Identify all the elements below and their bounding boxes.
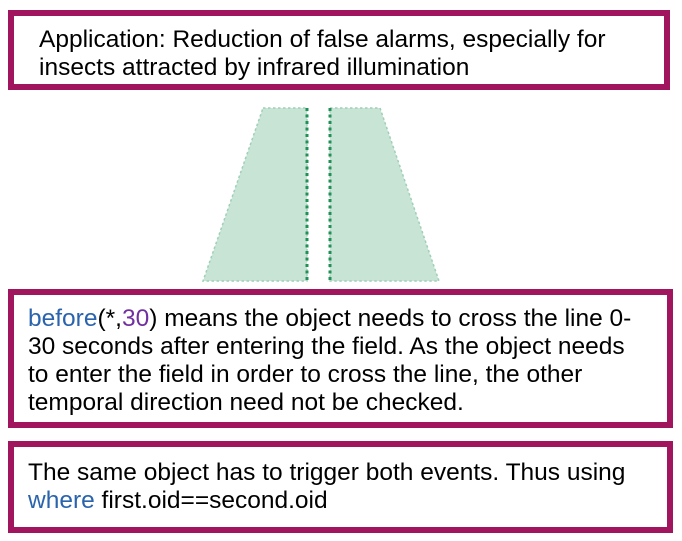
keyword-before: before	[28, 305, 98, 332]
application-text-line-1: Application: Reduction of false alarms, …	[39, 26, 606, 53]
before-text-line-4: temporal direction need not be checked.	[28, 389, 464, 416]
application-text-line-2: insects attracted by infrared illuminati…	[39, 54, 470, 81]
fov-left-half-shape	[201, 107, 308, 282]
keyword-where: where	[28, 487, 95, 514]
before-line1-rest: ) means the object needs to cross the li…	[149, 305, 632, 332]
where-text-line-2: where first.oid==second.oid	[28, 487, 661, 515]
fov-right-half-shape	[329, 107, 441, 282]
application-text-box: Application: Reduction of false alarms, …	[8, 10, 670, 90]
number-30: 30	[121, 305, 150, 332]
where-explanation-text-box: The same object has to trigger both even…	[8, 441, 673, 533]
before-text-line-3: to enter the field in order to cross the…	[28, 361, 583, 388]
where-line2-rest: first.oid==second.oid	[94, 487, 328, 514]
before-text-line-1: before(*,30) means the object needs to c…	[28, 305, 661, 333]
before-explanation-text-box: before(*,30) means the object needs to c…	[8, 289, 673, 428]
camera-field-of-view-diagram	[201, 107, 441, 282]
args-open-text: (*,	[97, 305, 122, 332]
before-text-line-2: 30 seconds after entering the field. As …	[28, 333, 625, 360]
where-text-line-1: The same object has to trigger both even…	[28, 459, 626, 486]
